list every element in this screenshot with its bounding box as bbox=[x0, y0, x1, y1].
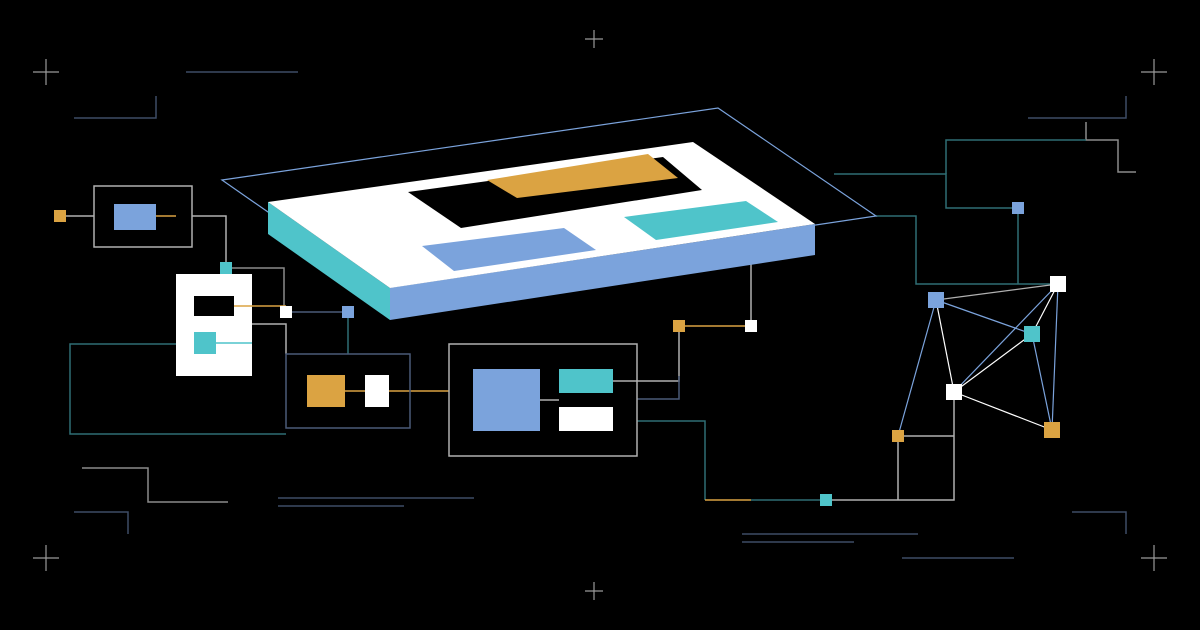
deco-line bbox=[82, 467, 228, 503]
graph-node-teal bbox=[1024, 326, 1040, 342]
white-panel bbox=[176, 274, 252, 376]
square-node-icon bbox=[673, 320, 685, 332]
square-node-icon bbox=[1012, 202, 1024, 214]
wire bbox=[612, 326, 680, 382]
deco-line bbox=[1085, 122, 1136, 173]
square-node-icon bbox=[892, 430, 904, 442]
white-panel-module bbox=[176, 274, 286, 376]
wire bbox=[69, 343, 286, 435]
wire bbox=[876, 215, 1058, 285]
graph-edge bbox=[897, 299, 937, 437]
background-lines bbox=[74, 71, 1136, 559]
square-node-icon bbox=[54, 210, 66, 222]
board-gold-panel bbox=[487, 154, 678, 198]
wire bbox=[834, 173, 1018, 209]
graph-edge bbox=[953, 283, 1059, 393]
wire bbox=[945, 139, 1086, 174]
graph-edges bbox=[897, 283, 1059, 437]
connection-wires bbox=[66, 139, 1086, 501]
crosshair-icon bbox=[585, 30, 603, 48]
square-node-icon bbox=[820, 494, 832, 506]
graph-edge bbox=[1051, 283, 1059, 431]
center-box-white-block bbox=[559, 407, 613, 431]
crosshair-marks bbox=[33, 30, 1167, 600]
crosshair-icon bbox=[1141, 545, 1167, 571]
deco-line bbox=[74, 511, 129, 534]
wire bbox=[252, 323, 287, 354]
panel-black-slot bbox=[194, 296, 234, 316]
wire bbox=[226, 267, 285, 312]
crosshair-icon bbox=[33, 545, 59, 571]
mid-box-white-block bbox=[365, 375, 389, 407]
connector-nodes bbox=[54, 202, 1024, 506]
center-box-frame bbox=[448, 343, 638, 457]
wire bbox=[897, 435, 954, 500]
square-node-icon bbox=[745, 320, 757, 332]
square-node-icon bbox=[280, 306, 292, 318]
board-blue-panel bbox=[422, 228, 596, 271]
graph-node-blue bbox=[928, 292, 944, 308]
crosshair-icon bbox=[33, 59, 59, 85]
wire bbox=[826, 392, 955, 501]
graph-edge bbox=[1031, 283, 1059, 335]
mid-box-module bbox=[285, 353, 411, 429]
wire bbox=[192, 215, 227, 268]
mid-box-gold-block bbox=[307, 375, 345, 407]
board-left-side bbox=[268, 202, 390, 320]
panel-teal-slot bbox=[194, 332, 216, 354]
square-node-icon bbox=[220, 262, 232, 274]
chip-core bbox=[114, 204, 156, 230]
graph-node-white bbox=[946, 384, 962, 400]
graph-edge bbox=[953, 391, 1053, 431]
crosshair-icon bbox=[1141, 59, 1167, 85]
graph-edge bbox=[935, 299, 955, 393]
wire bbox=[637, 376, 680, 400]
chip-frame bbox=[93, 185, 193, 248]
center-box-module bbox=[448, 343, 638, 457]
board-front-side bbox=[390, 224, 815, 320]
wire bbox=[637, 420, 706, 500]
square-node-icon bbox=[342, 306, 354, 318]
center-box-blue-block bbox=[473, 369, 540, 431]
isometric-board-icon bbox=[220, 107, 878, 320]
deco-line bbox=[74, 96, 157, 119]
graph-node-gold bbox=[1044, 422, 1060, 438]
graph-node-white bbox=[1050, 276, 1066, 292]
center-box-teal-block bbox=[559, 369, 613, 393]
deco-line bbox=[1072, 511, 1127, 534]
graph-edge bbox=[953, 333, 1033, 393]
network-graph-icon bbox=[897, 276, 1066, 438]
crosshair-icon bbox=[585, 582, 603, 600]
graph-edge bbox=[935, 299, 1033, 335]
graph-edge bbox=[935, 283, 1059, 301]
left-chip-module bbox=[93, 185, 193, 248]
board-teal-panel bbox=[624, 201, 778, 240]
mid-box-frame bbox=[285, 353, 411, 429]
graph-edge bbox=[1031, 333, 1053, 431]
deco-line bbox=[1028, 96, 1127, 119]
